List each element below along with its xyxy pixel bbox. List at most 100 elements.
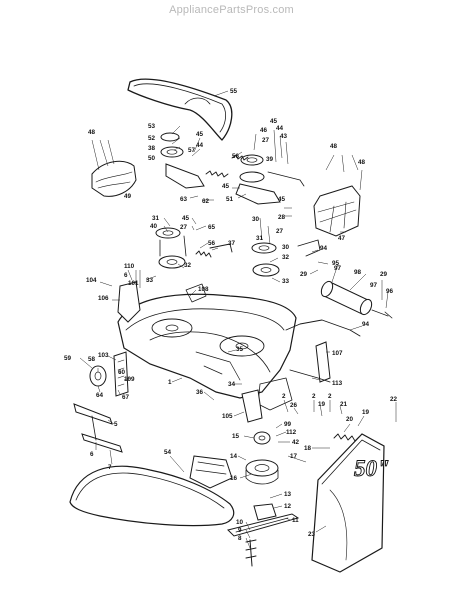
part-label-52: 52 <box>148 135 156 142</box>
part-label-12: 12 <box>284 503 292 510</box>
rod-113 <box>289 369 331 383</box>
spring-56-upper <box>231 154 249 161</box>
bracket-103 <box>113 351 129 397</box>
part-label-48: 48 <box>358 159 366 166</box>
part-label-30: 30 <box>282 244 290 251</box>
part-label-26: 26 <box>290 402 298 409</box>
part-label-27: 27 <box>262 137 270 144</box>
part-label-97: 97 <box>334 265 342 272</box>
part-label-99: 99 <box>284 421 292 428</box>
part-label-47: 47 <box>338 235 346 242</box>
part-label-94: 94 <box>320 245 328 252</box>
arm-5 <box>73 403 113 425</box>
part-label-21: 21 <box>340 401 348 408</box>
part-label-98: 98 <box>354 269 362 276</box>
bolt-8 <box>245 539 257 567</box>
roller-98 <box>320 280 393 319</box>
part-label-19: 19 <box>318 401 326 408</box>
right-cover-47 <box>313 185 361 237</box>
chute-decal-text: 50" <box>354 456 390 481</box>
part-label-27: 27 <box>180 224 188 231</box>
part-label-58: 58 <box>88 356 96 363</box>
part-label-14: 14 <box>230 453 238 460</box>
part-label-48: 48 <box>330 143 338 150</box>
part-label-63: 63 <box>180 196 188 203</box>
part-label-13: 13 <box>284 491 292 498</box>
left-cover-49 <box>91 160 137 197</box>
part-label-49: 49 <box>124 193 132 200</box>
part-label-107: 107 <box>332 350 343 357</box>
part-label-30: 30 <box>252 216 260 223</box>
part-label-45: 45 <box>222 183 230 190</box>
part-label-7: 7 <box>108 464 112 471</box>
part-label-48: 48 <box>88 129 96 136</box>
part-label-108: 108 <box>198 286 209 293</box>
part-label-32: 32 <box>184 262 192 269</box>
part-label-65: 65 <box>208 224 216 231</box>
bracket-106 <box>117 281 141 323</box>
part-label-34: 34 <box>228 381 236 388</box>
pulley-assembly-middle-right <box>251 242 280 277</box>
part-label-33: 33 <box>146 277 154 284</box>
bracket-107 <box>315 341 331 383</box>
part-label-54: 54 <box>164 449 172 456</box>
part-label-42: 42 <box>292 439 300 446</box>
part-label-6: 6 <box>124 272 128 279</box>
belt-55 <box>127 78 233 141</box>
part-label-40: 40 <box>150 223 158 230</box>
part-label-60: 60 <box>118 369 126 376</box>
part-label-56: 56 <box>208 240 216 247</box>
part-label-20: 20 <box>346 416 354 423</box>
part-label-31: 31 <box>152 215 160 222</box>
part-label-35: 35 <box>236 346 244 353</box>
part-label-44: 44 <box>276 125 284 132</box>
part-label-38: 38 <box>148 145 156 152</box>
part-label-6: 6 <box>90 451 94 458</box>
bracket-94-upper <box>297 239 321 257</box>
part-label-62: 62 <box>202 198 210 205</box>
part-label-2: 2 <box>282 393 286 400</box>
part-label-101: 101 <box>128 280 139 287</box>
part-label-45: 45 <box>182 215 190 222</box>
part-label-2: 2 <box>312 393 316 400</box>
part-label-45: 45 <box>278 196 286 203</box>
part-label-9: 9 <box>238 527 242 534</box>
adapter-12 <box>253 503 277 521</box>
part-label-104: 104 <box>86 277 97 284</box>
spring-20 <box>333 433 360 442</box>
part-label-53: 53 <box>148 123 156 130</box>
part-label-17: 17 <box>290 453 298 460</box>
part-label-103: 103 <box>98 352 109 359</box>
part-label-45: 45 <box>270 118 278 125</box>
part-label-112: 112 <box>286 429 297 436</box>
discharge-chute-23 <box>311 433 385 573</box>
pulley-assembly-middle-left <box>155 227 187 269</box>
part-label-50: 50 <box>148 155 156 162</box>
part-label-59: 59 <box>64 355 72 362</box>
part-label-64: 64 <box>96 392 104 399</box>
part-label-39: 39 <box>266 156 274 163</box>
part-label-51: 51 <box>226 196 234 203</box>
pulley-assembly-top-right <box>235 154 305 205</box>
part-label-67: 67 <box>122 394 130 401</box>
part-label-5: 5 <box>114 421 118 428</box>
bracket-37 <box>209 243 233 253</box>
part-label-19: 19 <box>362 409 370 416</box>
part-label-29: 29 <box>380 271 388 278</box>
part-label-18: 18 <box>304 445 312 452</box>
part-label-28: 28 <box>278 214 286 221</box>
wheel-15 <box>253 431 271 445</box>
spring-56-middle <box>195 250 212 258</box>
part-label-96: 96 <box>386 288 394 295</box>
part-label-55: 55 <box>230 88 238 95</box>
part-label-2: 2 <box>328 393 332 400</box>
pulley-16 <box>245 459 279 477</box>
part-label-1: 1 <box>168 379 172 386</box>
part-label-10: 10 <box>236 519 244 526</box>
part-label-32: 32 <box>282 254 290 261</box>
belt-54 <box>69 465 235 527</box>
part-label-37: 37 <box>228 240 236 247</box>
part-label-57: 57 <box>188 147 196 154</box>
part-label-15: 15 <box>232 433 240 440</box>
spindle-14 <box>189 455 233 489</box>
